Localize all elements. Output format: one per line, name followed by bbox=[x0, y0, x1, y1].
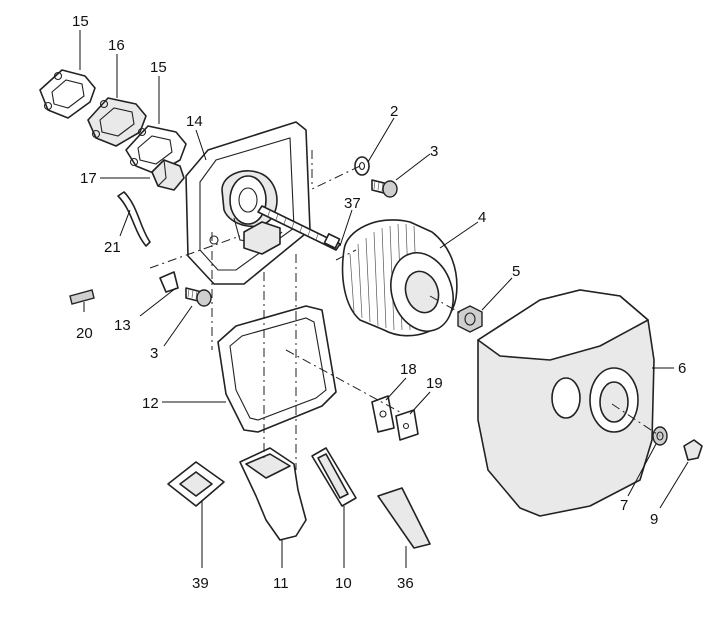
air-filter-4 bbox=[341, 219, 458, 337]
callout-18: 18 bbox=[400, 361, 417, 378]
callout-12: 12 bbox=[142, 395, 159, 412]
callout-3: 3 bbox=[430, 143, 438, 160]
alignment-lines bbox=[149, 150, 661, 470]
callout-15: 15 bbox=[72, 13, 89, 30]
washer-2 bbox=[354, 156, 370, 176]
plate-10 bbox=[311, 447, 357, 507]
callout-20: 20 bbox=[76, 325, 93, 342]
gasket-15-top bbox=[39, 69, 96, 119]
callout-6: 6 bbox=[678, 360, 686, 377]
stud-37 bbox=[257, 205, 341, 251]
filter-cover-6 bbox=[477, 289, 655, 517]
callout-7: 7 bbox=[620, 497, 628, 514]
callout-16: 16 bbox=[108, 37, 125, 54]
callout-39: 39 bbox=[192, 575, 209, 592]
bracket-18 bbox=[371, 395, 395, 433]
callout-19: 19 bbox=[426, 375, 443, 392]
callout-14: 14 bbox=[186, 113, 203, 130]
washer-13 bbox=[159, 271, 179, 293]
nut-5 bbox=[457, 305, 483, 333]
callout-36: 36 bbox=[397, 575, 414, 592]
knob-17 bbox=[151, 159, 185, 191]
callout-3: 3 bbox=[150, 345, 158, 362]
leader-lines bbox=[79, 30, 689, 568]
callout-10: 10 bbox=[335, 575, 352, 592]
hose-21 bbox=[117, 191, 151, 247]
bar-20 bbox=[69, 289, 95, 305]
callout-21: 21 bbox=[104, 239, 121, 256]
callout-13: 13 bbox=[114, 317, 131, 334]
callout-4: 4 bbox=[478, 209, 486, 226]
callout-37: 37 bbox=[344, 195, 361, 212]
bracket-19 bbox=[395, 409, 419, 441]
callout-17: 17 bbox=[80, 170, 97, 187]
callout-9: 9 bbox=[650, 511, 658, 528]
gasket-16 bbox=[87, 97, 147, 147]
callout-15: 15 bbox=[150, 59, 167, 76]
callout-11: 11 bbox=[273, 575, 289, 592]
cap-9 bbox=[683, 439, 703, 461]
duct-11 bbox=[239, 447, 307, 541]
screw-3-top bbox=[371, 179, 398, 198]
screw-3-left bbox=[185, 287, 212, 307]
callout-5: 5 bbox=[512, 263, 520, 280]
callout-2: 2 bbox=[390, 103, 398, 120]
gasket-frame-12 bbox=[217, 305, 337, 433]
pad-36 bbox=[377, 487, 431, 549]
callout-labels: 15 16 15 14 17 21 2 3 37 4 5 6 13 20 3 1… bbox=[72, 13, 686, 592]
seal-39 bbox=[167, 461, 225, 507]
filter-housing-14 bbox=[185, 121, 311, 285]
